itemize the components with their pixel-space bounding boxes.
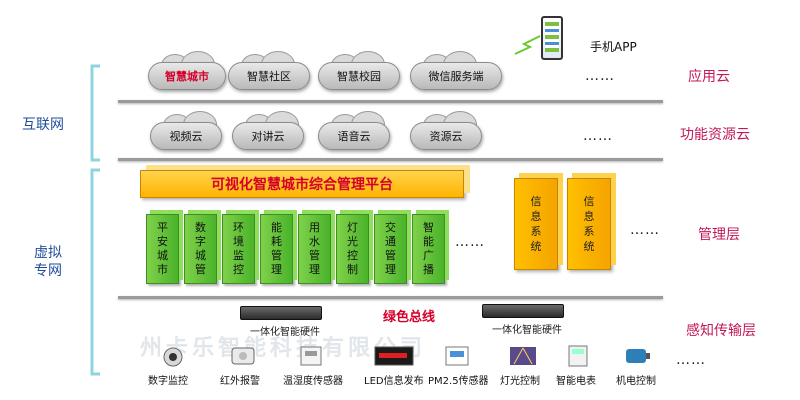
private-net-label-line1: 虚拟 <box>34 244 62 262</box>
mgmt-block-public-safety: 平安城市 <box>146 214 179 284</box>
layer-label-management: 管理层 <box>698 224 740 244</box>
smart-meter-icon <box>566 345 590 365</box>
mgmt-block-lighting: 灯光控制 <box>336 214 369 284</box>
infrared-sensor-icon <box>228 345 258 365</box>
layer-label-sensing: 感知传输层 <box>686 320 756 340</box>
mgmt-block-environment: 环境监控 <box>222 214 255 284</box>
device-label-humidity: 温湿度传感器 <box>283 372 343 387</box>
separator-management <box>118 296 663 299</box>
mgmt-block-digital-city: 数字城管 <box>184 214 217 284</box>
platform-bar: 可视化智慧城市综合管理平台 <box>140 170 464 198</box>
function-cloud-resource: 资源云 <box>410 122 482 150</box>
internet-label: 互联网 <box>22 116 64 134</box>
separator-function <box>118 158 663 161</box>
motor-control-icon <box>622 345 652 365</box>
layer-label-function-cloud: 功能资源云 <box>680 124 750 144</box>
app-cloud-ellipsis: …… <box>585 68 615 84</box>
platform-title: 可视化智慧城市综合管理平台 <box>211 174 393 194</box>
device-ellipsis: …… <box>676 352 706 368</box>
mgmt-block-traffic: 交通管理 <box>374 214 407 284</box>
app-cloud-wechat: 微信服务端 <box>410 62 502 90</box>
device-label-light: 灯光控制 <box>500 372 540 387</box>
mgmt-green-ellipsis: …… <box>455 234 485 250</box>
app-cloud-smart-campus: 智慧校园 <box>318 62 400 90</box>
hardware-unit-right <box>482 304 564 318</box>
function-cloud-video: 视频云 <box>150 122 222 150</box>
mgmt-block-water: 用水管理 <box>298 214 331 284</box>
app-cloud-smart-community: 智慧社区 <box>228 62 310 90</box>
layer-label-app-cloud: 应用云 <box>688 66 730 86</box>
separator-app <box>118 100 663 103</box>
camera-icon <box>158 345 188 365</box>
function-cloud-ellipsis: …… <box>583 128 613 144</box>
mgmt-yellow-ellipsis: …… <box>630 222 660 238</box>
mgmt-block-energy: 能耗管理 <box>260 214 293 284</box>
info-system-block-2: 信息系统 <box>567 178 611 270</box>
device-label-led: LED信息发布 <box>364 372 424 387</box>
bus-label: 绿色总线 <box>383 306 435 325</box>
hardware-label-left: 一体化智能硬件 <box>250 323 320 338</box>
mgmt-block-broadcast: 智能广播 <box>412 214 445 284</box>
private-net-label: 虚拟 专网 <box>34 244 62 280</box>
hardware-label-right: 一体化智能硬件 <box>492 321 562 336</box>
phone-icon <box>541 16 563 60</box>
hardware-unit-left <box>240 306 322 320</box>
thermometer-sensor-icon <box>296 345 326 365</box>
info-system-block-1: 信息系统 <box>514 178 558 270</box>
device-label-infrared: 红外报警 <box>220 372 260 387</box>
pm25-sensor-icon <box>442 345 472 365</box>
led-display-icon <box>374 345 414 365</box>
device-label-meter: 智能电表 <box>556 372 596 387</box>
function-cloud-intercom: 对讲云 <box>232 122 304 150</box>
device-label-camera: 数字监控 <box>148 372 188 387</box>
light-control-icon <box>508 345 538 365</box>
mobile-app-label: 手机APP <box>590 38 637 55</box>
private-net-label-line2: 专网 <box>34 262 62 280</box>
device-label-motor: 机电控制 <box>616 372 656 387</box>
device-label-pm25: PM2.5传感器 <box>428 372 489 387</box>
function-cloud-voice: 语音云 <box>318 122 390 150</box>
app-cloud-smart-city: 智慧城市 <box>148 62 226 90</box>
